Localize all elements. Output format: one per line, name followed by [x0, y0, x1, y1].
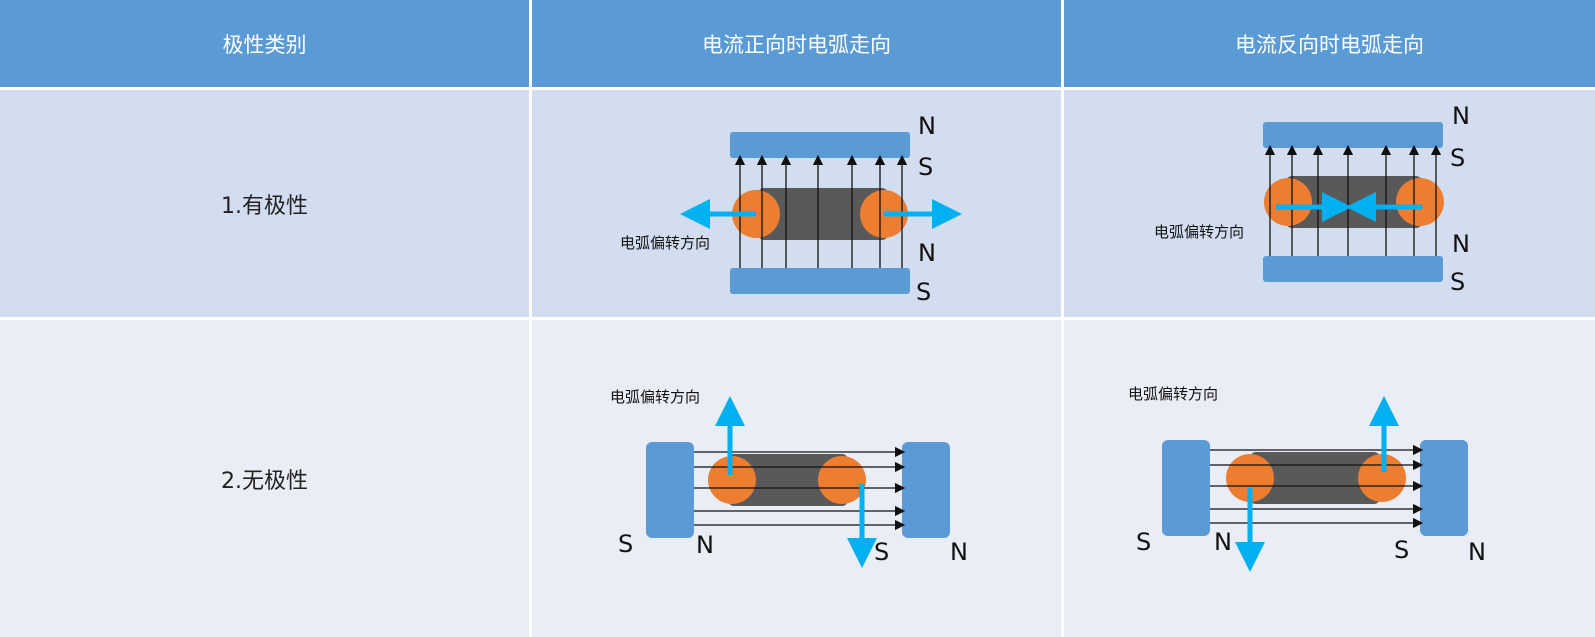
arc-spot-left [1226, 454, 1274, 502]
deflection-label: 电弧偏转方向 [620, 234, 710, 252]
magnet-right [902, 442, 950, 538]
pole-label-s: S [1450, 144, 1465, 172]
magnet-left [646, 442, 694, 538]
magnet-bottom [730, 268, 910, 294]
arc-body [758, 188, 888, 240]
field-lines [694, 446, 906, 531]
pole-label-n: N [950, 538, 968, 566]
pole-label-n: N [918, 239, 936, 267]
arc-spot-right [1396, 178, 1444, 226]
magnet-bottom [1263, 256, 1443, 282]
arc-spot-right [818, 456, 866, 504]
diagram-polar-forward: N S N S 电弧偏转方向 [532, 90, 1064, 320]
magnet-top [730, 132, 910, 158]
field-lines [1264, 144, 1442, 256]
magnet-right [1420, 440, 1468, 536]
header-polarity-type: 极性类别 [0, 0, 532, 90]
pole-label-s: S [918, 153, 933, 181]
diagram-nonpolar-reverse: S N S N 电弧偏转方向 [1064, 320, 1595, 637]
pole-label-n: N [1452, 102, 1470, 130]
pole-label-n: N [918, 112, 936, 140]
deflection-label: 电弧偏转方向 [1128, 385, 1218, 403]
arc-spot-left [1264, 178, 1312, 226]
magnet-left [1162, 440, 1210, 536]
pole-label-n: N [696, 531, 714, 559]
row-label-polar: 1.有极性 [0, 90, 532, 320]
header-forward-current: 电流正向时电弧走向 [532, 0, 1064, 90]
arc-spot-right [1358, 454, 1406, 502]
magnet-top [1263, 122, 1443, 148]
diagram-polar-reverse: N S N S 电弧偏转方向 [1064, 90, 1595, 320]
pole-label-s: S [1450, 268, 1465, 296]
row-label-text: 2.无极性 [221, 468, 308, 494]
row-label-text: 1.有极性 [221, 193, 308, 219]
diagram-nonpolar-forward: S N S N 电弧偏转方向 [532, 320, 1064, 637]
pole-label-n: N [1214, 528, 1232, 556]
deflection-label: 电弧偏转方向 [1154, 223, 1244, 241]
pole-label-s: S [874, 538, 889, 566]
row-label-nonpolar: 2.无极性 [0, 320, 532, 637]
pole-label-s: S [618, 530, 633, 558]
header-reverse-current: 电流反向时电弧走向 [1064, 0, 1595, 90]
pole-label-s: S [1136, 528, 1151, 556]
arc-spot-left [708, 456, 756, 504]
deflection-label: 电弧偏转方向 [610, 388, 700, 406]
pole-label-s: S [916, 278, 931, 306]
pole-label-n: N [1452, 230, 1470, 258]
pole-label-n: N [1468, 538, 1486, 566]
pole-label-s: S [1394, 536, 1409, 564]
